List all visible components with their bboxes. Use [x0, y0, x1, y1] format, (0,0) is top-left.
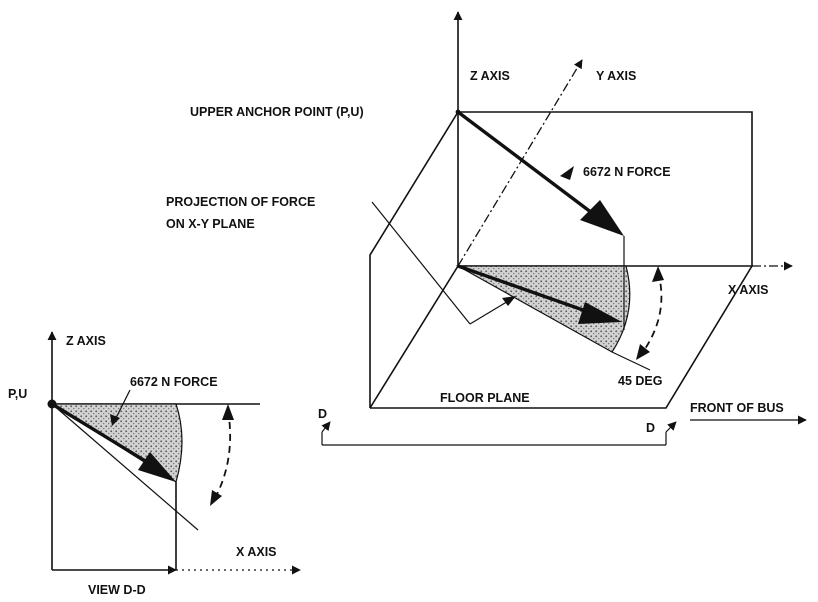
section-d-left-label: D — [318, 407, 327, 421]
force-label-pointer — [560, 166, 574, 180]
x-axis-view-label: X AXIS — [236, 545, 277, 559]
y-axis-label: Y AXIS — [596, 69, 636, 83]
side-panel — [369, 111, 459, 408]
section-arrow-left — [321, 421, 331, 433]
projection-arrowhead — [578, 302, 622, 324]
z-axis-main-label: Z AXIS — [470, 69, 510, 83]
angle-arc-view — [213, 409, 231, 501]
section-d-right-label: D — [646, 421, 655, 435]
projection-label-line2: ON X-Y PLANE — [166, 217, 255, 231]
angle-arc-view-head-top — [222, 404, 234, 420]
section-arrow-right — [665, 421, 677, 433]
force-arrow-main — [456, 110, 610, 227]
shaded-wedge-main — [455, 265, 631, 353]
view-title-label: VIEW D-D — [88, 583, 146, 597]
force-view-leader — [113, 389, 131, 423]
view-diagonal-line — [51, 403, 199, 531]
projection-leader — [371, 201, 471, 325]
anchor-view-label: P,U — [8, 387, 27, 401]
view-d-d: Z AXIS 6672 N FORCE P,U X AXIS VIEW D-D — [8, 331, 301, 597]
angle-arc — [639, 271, 663, 357]
angle-label: 45 DEG — [618, 374, 662, 388]
floor-plane-back-edge — [369, 265, 459, 409]
projection-label-line1: PROJECTION OF FORCE — [166, 195, 315, 209]
x-axis-main-label: X AXIS — [728, 283, 769, 297]
force-main-label: 6672 N FORCE — [583, 165, 671, 179]
projection-leader-bend — [469, 299, 511, 325]
y-axis-line — [457, 59, 583, 267]
angle-arc-head-bottom — [636, 344, 650, 360]
projection-arrow — [457, 264, 601, 318]
force-view-label: 6672 N FORCE — [130, 375, 218, 389]
floor-plane-outline — [370, 265, 753, 409]
z-axis-view-label: Z AXIS — [66, 334, 106, 348]
force-arrowhead-view — [138, 452, 176, 482]
force-arrow-view — [51, 402, 161, 472]
anchor-point-main — [455, 109, 461, 115]
anchor-point-view — [47, 399, 57, 409]
front-of-bus-label: FRONT OF BUS — [690, 401, 784, 415]
floor-plane-label: FLOOR PLANE — [440, 391, 530, 405]
angle-leader — [611, 351, 651, 371]
vertical-plane — [458, 111, 753, 267]
angle-arc-head-top — [652, 266, 664, 282]
force-arrowhead-main — [580, 200, 624, 236]
angle-arc-view-head-bottom — [210, 490, 222, 506]
upper-anchor-label: UPPER ANCHOR POINT (P,U) — [190, 105, 364, 119]
projection-leader-head — [502, 296, 516, 306]
main-view: Z AXIS Y AXIS UPPER ANCHOR POINT (P,U) 6… — [166, 11, 807, 446]
force-view-pointer — [110, 414, 120, 426]
